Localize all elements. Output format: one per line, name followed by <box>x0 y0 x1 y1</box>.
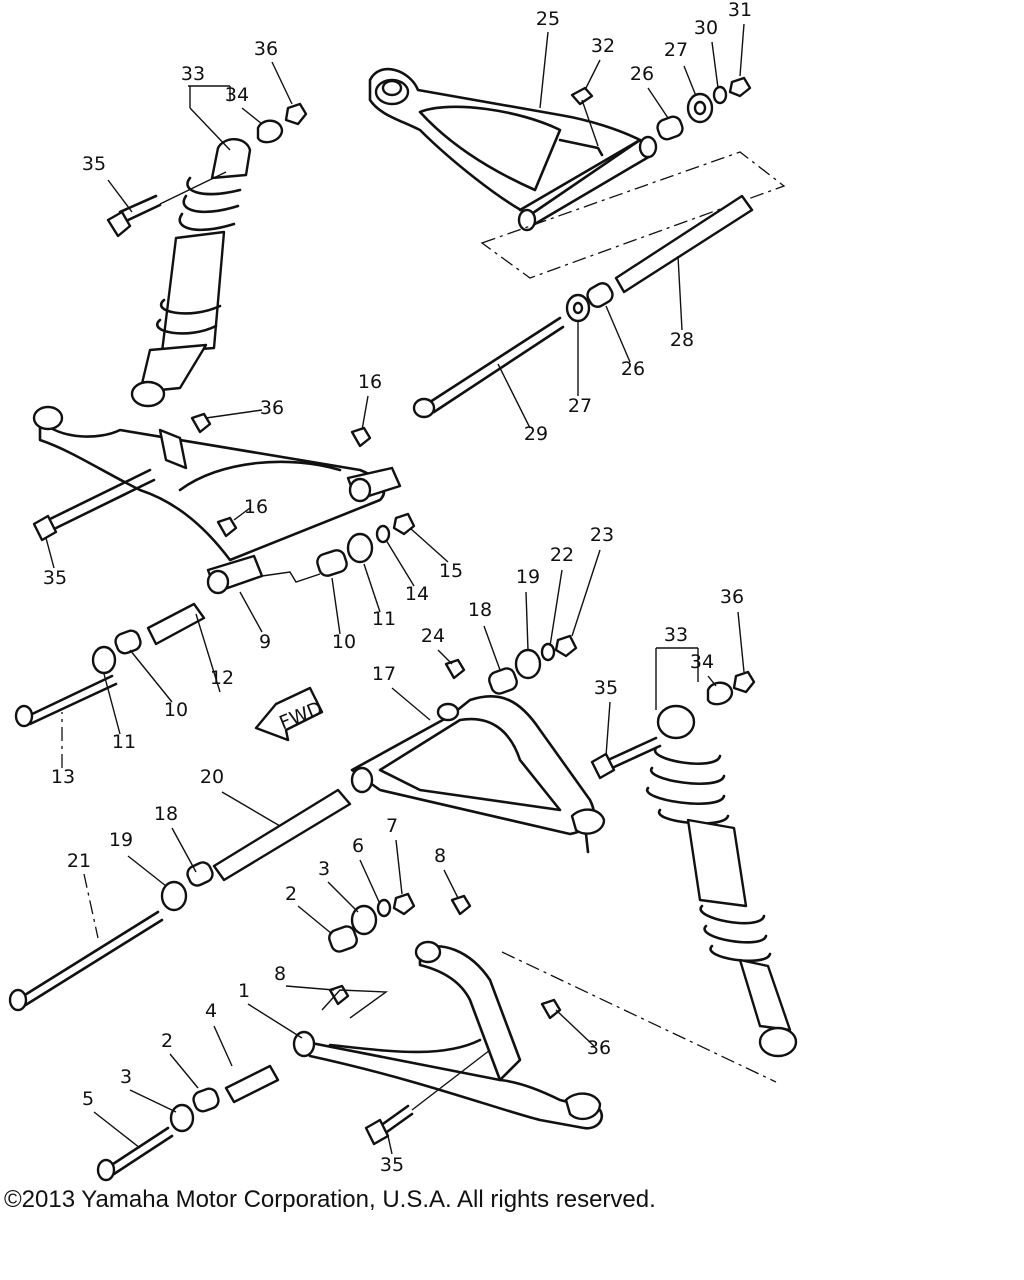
fwd-arrow: FWD <box>254 686 326 742</box>
callout-c18b: 18 <box>154 803 178 825</box>
callout-c29: 29 <box>524 423 548 445</box>
callout-c23: 23 <box>590 524 614 546</box>
callout-c30: 30 <box>694 17 718 39</box>
callout-c19a: 19 <box>516 566 540 588</box>
callout-c35d: 35 <box>380 1154 404 1176</box>
callout-c34a: 34 <box>225 84 249 106</box>
callout-c3b: 3 <box>120 1066 132 1088</box>
callout-c22: 22 <box>550 544 574 566</box>
callout-c5: 5 <box>82 1088 94 1110</box>
callout-c25: 25 <box>536 8 560 30</box>
callout-c28: 28 <box>670 329 694 351</box>
callout-c36a: 36 <box>254 38 278 60</box>
callout-c14: 14 <box>405 583 429 605</box>
callout-c27a: 27 <box>664 39 688 61</box>
upper-arm-pivot-outline <box>480 151 786 279</box>
callout-c36d: 36 <box>587 1037 611 1059</box>
lower-right-hardware <box>96 892 562 1182</box>
right-shock-absorber <box>646 704 798 1058</box>
callout-c36c: 36 <box>720 586 744 608</box>
callout-c35a: 35 <box>82 153 106 175</box>
callout-c24: 24 <box>421 625 445 647</box>
upper-right-a-arm <box>368 67 658 232</box>
callout-c10a: 10 <box>332 631 356 653</box>
callout-c3a: 3 <box>318 858 330 880</box>
left-shock-hardware <box>106 102 308 238</box>
callout-c15: 15 <box>439 560 463 582</box>
callout-c2b: 2 <box>161 1030 173 1052</box>
callout-c19b: 19 <box>109 829 133 851</box>
callout-c16a: 16 <box>358 371 382 393</box>
callout-c11a: 11 <box>372 608 396 630</box>
callout-c18a: 18 <box>468 599 492 621</box>
callout-c20: 20 <box>200 766 224 788</box>
callout-c7: 7 <box>386 815 398 837</box>
callout-c33a: 33 <box>181 63 205 85</box>
callout-c35b: 35 <box>43 567 67 589</box>
callout-c34b: 34 <box>690 651 714 673</box>
upper-pivot-parts <box>412 194 754 419</box>
right-upper-hardware <box>8 634 578 1012</box>
callout-c12: 12 <box>210 667 234 689</box>
lower-right-a-arm <box>292 940 604 1130</box>
callout-c8a: 8 <box>434 845 446 867</box>
callout-c11b: 11 <box>112 731 136 753</box>
callout-c16b: 16 <box>244 496 268 518</box>
callout-c35c: 35 <box>594 677 618 699</box>
upper-right-hardware <box>570 76 752 147</box>
callout-c26a: 26 <box>630 63 654 85</box>
callout-c21: 21 <box>67 850 91 872</box>
callout-c2a: 2 <box>285 883 297 905</box>
callout-c17: 17 <box>372 663 396 685</box>
right-shock-hardware <box>590 670 756 780</box>
right-shock-mount-line <box>501 951 777 1083</box>
callout-leader-lines <box>45 23 745 1155</box>
copyright-notice: ©2013 Yamaha Motor Corporation, U.S.A. A… <box>4 1186 656 1213</box>
callout-c33b: 33 <box>664 624 688 646</box>
callout-c8b: 8 <box>274 963 286 985</box>
left-shock-absorber <box>130 138 252 408</box>
callout-c9: 9 <box>259 631 271 653</box>
callout-c36b: 36 <box>260 397 284 419</box>
callout-c4: 4 <box>205 1000 217 1022</box>
callout-c6: 6 <box>352 835 364 857</box>
left-upper-hardware <box>14 412 416 728</box>
right-upper-a-arm <box>350 695 606 854</box>
callout-c13: 13 <box>51 766 75 788</box>
callout-c31: 31 <box>728 0 752 21</box>
callout-c10b: 10 <box>164 699 188 721</box>
callout-c1: 1 <box>238 980 250 1002</box>
callout-c27b: 27 <box>568 395 592 417</box>
left-upper-a-arm <box>32 405 402 595</box>
callout-c32: 32 <box>591 35 615 57</box>
callout-c26b: 26 <box>621 358 645 380</box>
